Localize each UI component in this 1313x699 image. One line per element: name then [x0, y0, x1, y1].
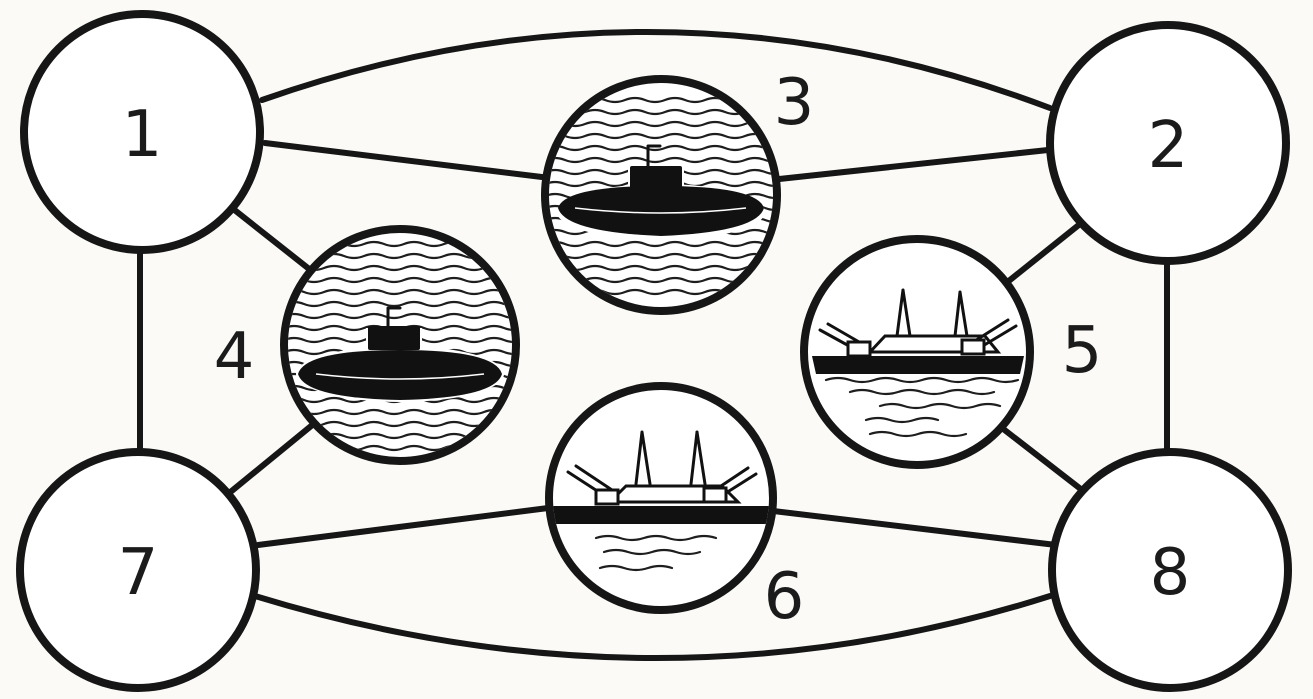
node-5: 5 [804, 239, 1102, 465]
node-3: 3 [545, 66, 814, 311]
node-2-label: 2 [1148, 109, 1189, 183]
node-8-label: 8 [1150, 536, 1191, 610]
node-2: 2 [1050, 25, 1286, 261]
node-7-label: 7 [118, 536, 159, 610]
edge-5-8 [1002, 428, 1082, 490]
edge-2-5 [1005, 224, 1080, 284]
node-1: 1 [24, 14, 260, 250]
node-7: 7 [20, 452, 256, 688]
node-4: 4 [214, 229, 524, 461]
node-8: 8 [1052, 452, 1288, 688]
node-4-label: 4 [214, 320, 255, 394]
edge-1-4 [232, 208, 318, 276]
node-5-label: 5 [1062, 314, 1103, 388]
node-3-label: 3 [774, 66, 815, 140]
edge-1-3 [265, 143, 550, 178]
node-6-label: 6 [764, 560, 805, 634]
edge-7-6 [258, 507, 556, 545]
node-1-label: 1 [122, 98, 163, 172]
edge-6-8 [765, 510, 1056, 545]
edge-3-2 [770, 150, 1048, 180]
node-6: 6 [549, 386, 804, 634]
edge-4-7 [228, 422, 316, 494]
